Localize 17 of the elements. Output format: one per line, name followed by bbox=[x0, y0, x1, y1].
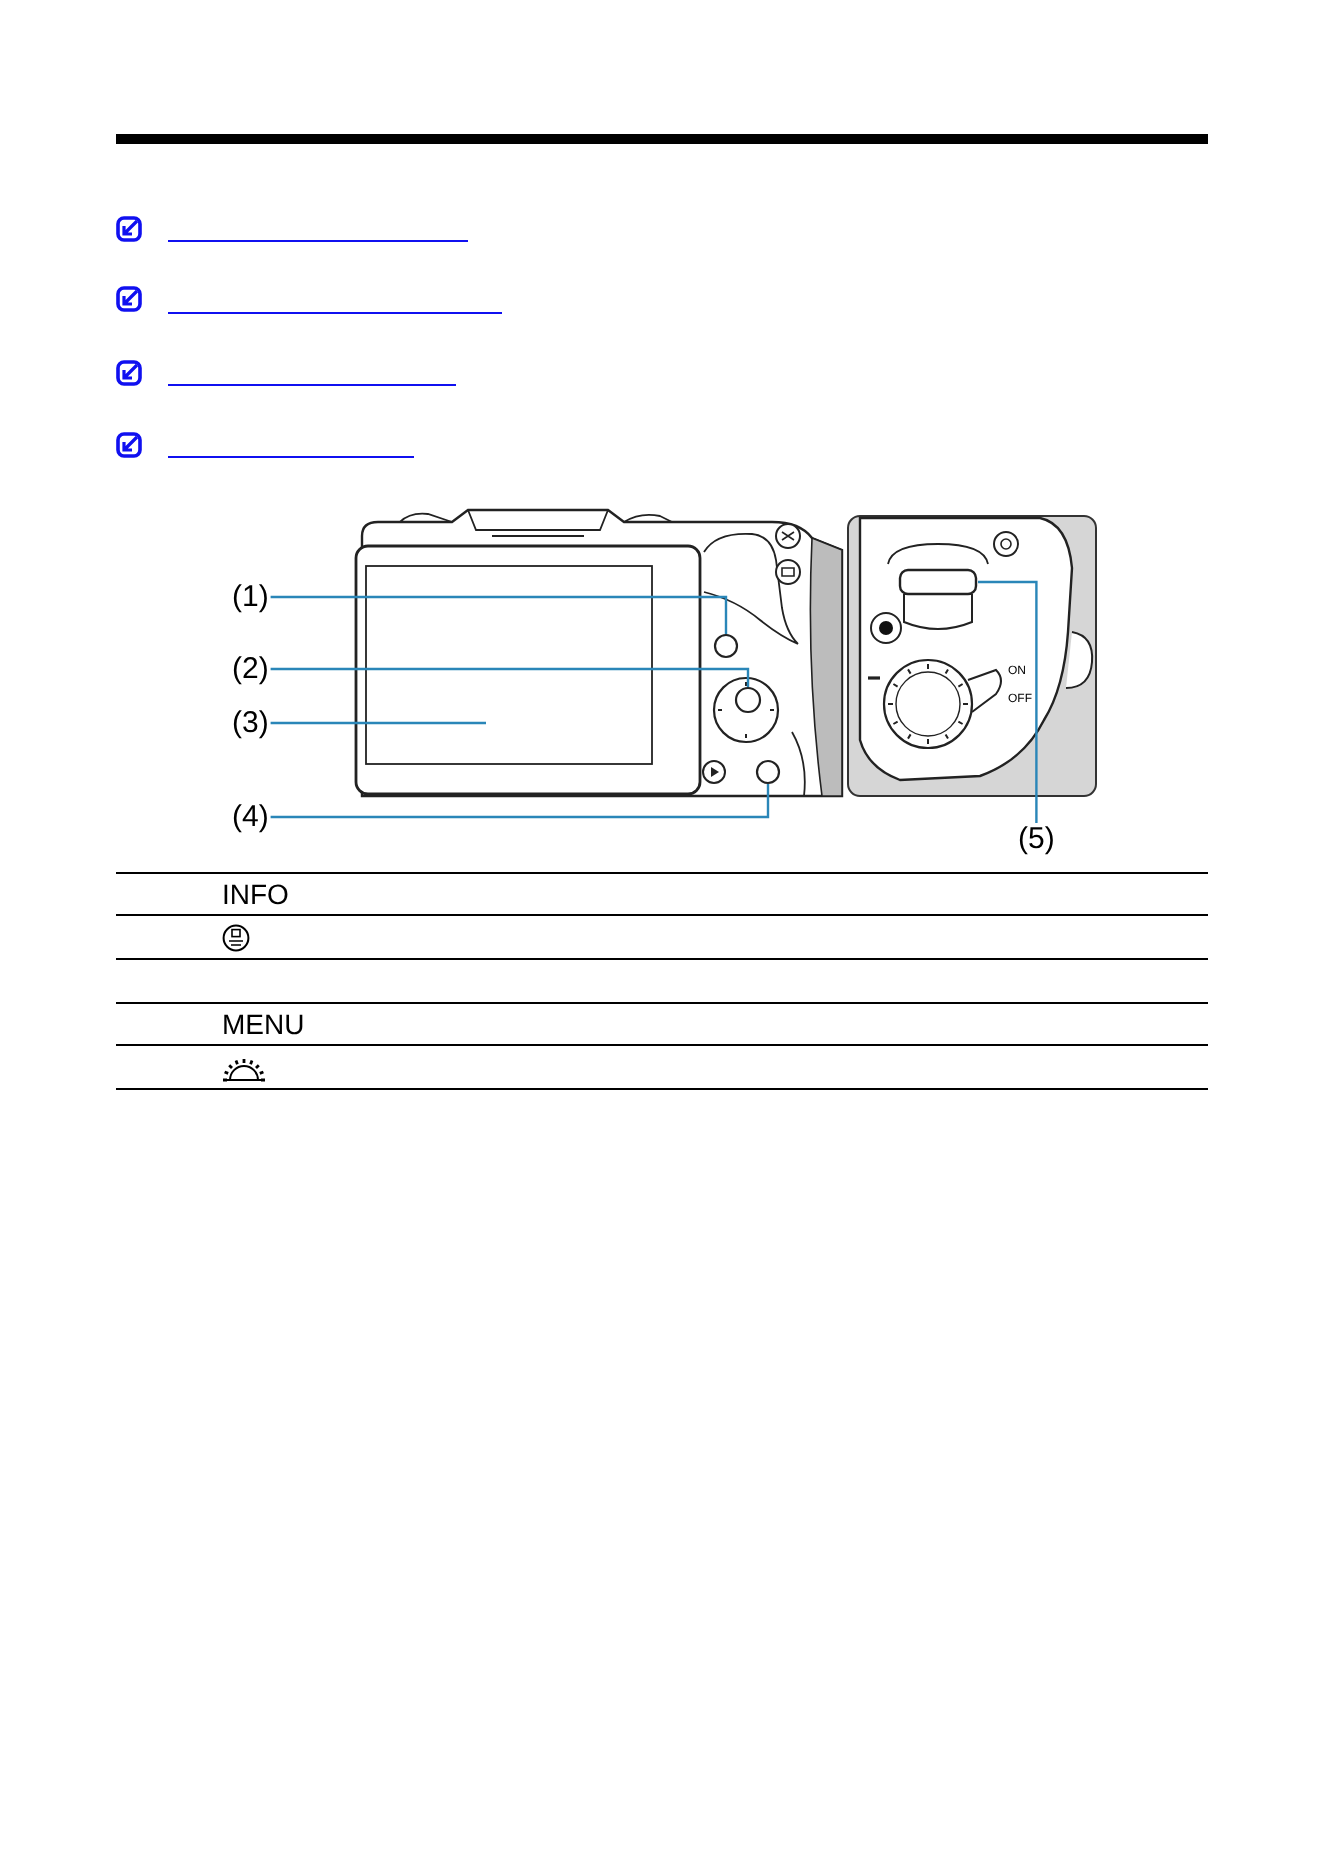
callout-number: (3) bbox=[232, 708, 269, 738]
menu-button bbox=[755, 759, 781, 785]
callout-number: (4) bbox=[232, 802, 269, 832]
key-name: INFO bbox=[222, 880, 289, 910]
lcd-screen bbox=[365, 565, 653, 765]
leader-line bbox=[978, 580, 1038, 823]
callout-number: (2) bbox=[232, 654, 269, 684]
key-name: MENU bbox=[222, 1010, 305, 1040]
leader-line bbox=[270, 667, 750, 687]
leader-line bbox=[270, 721, 486, 725]
main-dial bbox=[898, 568, 978, 596]
set-button bbox=[734, 686, 762, 714]
info-button bbox=[713, 633, 739, 659]
callout-number: (1) bbox=[232, 582, 269, 612]
leader-line bbox=[270, 595, 728, 634]
callout-number: (5) bbox=[1018, 824, 1055, 854]
leader-line bbox=[270, 784, 770, 819]
